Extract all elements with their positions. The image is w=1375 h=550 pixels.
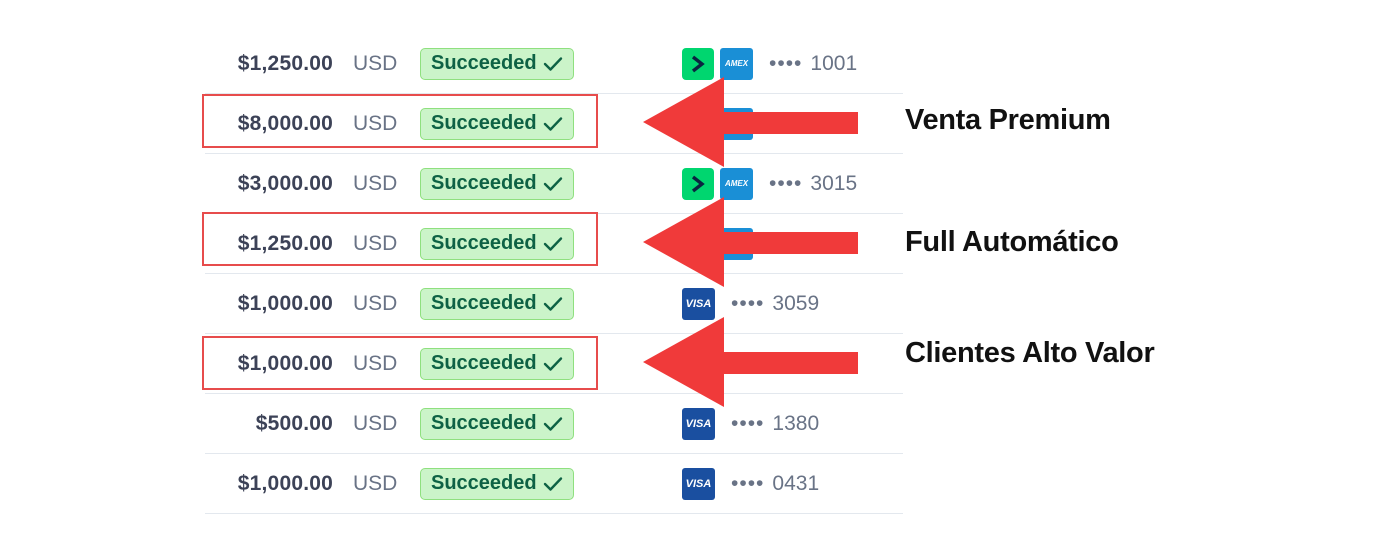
callout-full-automatico: Full Automático [905, 226, 1119, 258]
card-mask: •••• [731, 291, 765, 315]
status-label: Succeeded [431, 472, 537, 494]
checkmark-icon [543, 416, 562, 431]
table-row[interactable]: $1,000.00 USD Succeeded VISA •••• 0431 [205, 454, 903, 514]
visa-card-icon: VISA [682, 287, 715, 320]
card-last4: 3059 [772, 291, 820, 315]
checkmark-icon [543, 296, 562, 311]
card-mask: •••• [769, 171, 803, 195]
checkmark-icon [543, 476, 562, 491]
payment-currency: USD [353, 291, 398, 315]
arrow-icon [643, 77, 858, 167]
payment-method: AMEX •••• 1001 [682, 34, 857, 93]
checkmark-icon [543, 356, 562, 371]
payment-currency: USD [353, 231, 398, 255]
status-badge: Succeeded [420, 47, 574, 80]
status-badge: Succeeded [420, 167, 574, 200]
visa-card-icon: VISA [682, 467, 715, 500]
payment-method: VISA •••• 3059 [682, 274, 819, 333]
card-mask: •••• [731, 471, 765, 495]
checkmark-icon [543, 56, 562, 71]
link-logo-icon [682, 47, 714, 80]
payment-amount: $1,000.00 [237, 291, 333, 315]
payment-currency: USD [353, 171, 398, 195]
status-badge: Succeeded [420, 227, 574, 260]
card-last4: 1380 [772, 411, 820, 435]
status-label: Succeeded [431, 172, 537, 194]
status-badge: Succeeded [420, 107, 574, 140]
payment-currency: USD [353, 51, 398, 75]
highlight-box [202, 94, 598, 148]
card-mask: •••• [769, 51, 803, 75]
payment-amount: $1,000.00 [237, 351, 333, 375]
card-last4: 1001 [810, 51, 858, 75]
payment-amount: $500.00 [255, 411, 333, 435]
status-label: Succeeded [431, 292, 537, 314]
table-row[interactable]: $1,250.00 USD Succeeded AMEX •••• 1001 [205, 34, 903, 94]
status-badge: Succeeded [420, 467, 574, 500]
callout-clientes-alto-valor: Clientes Alto Valor [905, 337, 1155, 369]
payment-method: VISA •••• 0431 [682, 454, 819, 513]
status-label: Succeeded [431, 352, 537, 374]
payment-currency: USD [353, 411, 398, 435]
highlight-box [202, 336, 598, 390]
payment-currency: USD [353, 351, 398, 375]
payment-amount: $1,250.00 [237, 51, 333, 75]
status-label: Succeeded [431, 232, 537, 254]
status-badge: Succeeded [420, 287, 574, 320]
card-mask: •••• [731, 411, 765, 435]
card-last4: 0431 [772, 471, 820, 495]
checkmark-icon [543, 176, 562, 191]
amex-card-icon: AMEX [720, 167, 753, 200]
status-badge: Succeeded [420, 407, 574, 440]
status-label: Succeeded [431, 412, 537, 434]
status-badge: Succeeded [420, 347, 574, 380]
arrow-icon [643, 317, 858, 407]
link-logo-icon [682, 167, 714, 200]
payment-method: VISA •••• 1380 [682, 394, 819, 453]
checkmark-icon [543, 116, 562, 131]
status-label: Succeeded [431, 52, 537, 74]
card-last4: 3015 [810, 171, 858, 195]
status-label: Succeeded [431, 112, 537, 134]
table-row[interactable]: $1,000.00 USD Succeeded VISA •••• 3059 [205, 274, 903, 334]
payment-method: AMEX •••• 3015 [682, 154, 857, 213]
payment-amount: $8,000.00 [237, 111, 333, 135]
callout-venta-premium: Venta Premium [905, 104, 1111, 136]
checkmark-icon [543, 236, 562, 251]
amex-card-icon: AMEX [720, 47, 753, 80]
payment-amount: $1,000.00 [237, 471, 333, 495]
table-row[interactable]: $500.00 USD Succeeded VISA •••• 1380 [205, 394, 903, 454]
payment-currency: USD [353, 471, 398, 495]
payment-amount: $1,250.00 [237, 231, 333, 255]
payment-currency: USD [353, 111, 398, 135]
table-row[interactable]: $1,000.00 USD Succeeded [205, 334, 903, 394]
highlight-box [202, 212, 598, 266]
payment-amount: $3,000.00 [237, 171, 333, 195]
arrow-icon [643, 197, 858, 287]
visa-card-icon: VISA [682, 407, 715, 440]
